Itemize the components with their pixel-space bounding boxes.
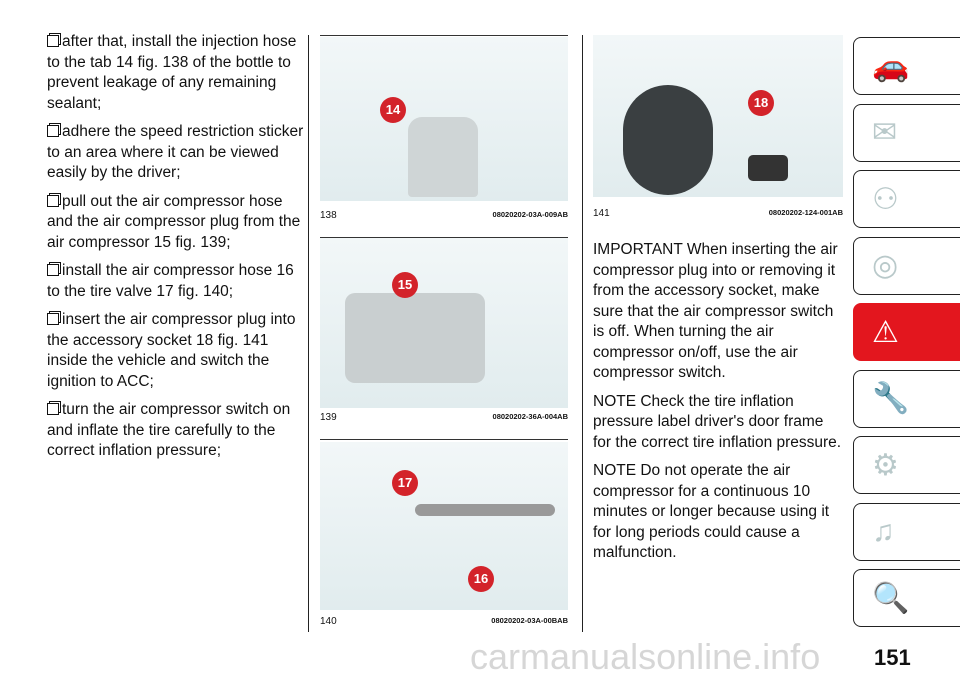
column-divider (308, 35, 309, 632)
bullet-item: pull out the air compressor hose and the… (47, 192, 307, 254)
bullet-text: adhere the speed restriction sticker to … (47, 123, 304, 181)
driving-icon: ◎ (872, 249, 899, 282)
chapter-tab-3[interactable]: ⚇ (853, 170, 960, 228)
chapter-tab-8[interactable]: ♫ (853, 502, 960, 561)
index-icon: 🔍 (872, 581, 910, 615)
chapter-tab-6[interactable]: 🔧 (853, 369, 960, 428)
figure-140-caption: 140 08020202-03A-00BAB (320, 616, 568, 627)
chapter-tab-9[interactable]: 🔍 (853, 569, 960, 627)
figure-number: 139 (320, 412, 337, 423)
callout-17: 17 (392, 470, 418, 496)
watermark: carmanualsonline.info (470, 636, 821, 677)
left-column: after that, install the injection hose t… (47, 32, 307, 470)
right-column: IMPORTANT When inserting the air compres… (593, 240, 843, 572)
bullet-item: insert the air compressor plug into the … (47, 310, 307, 392)
callout-15: 15 (392, 272, 418, 298)
bullet-text: turn the air compressor switch on and in… (47, 401, 291, 459)
chapter-tab-7[interactable]: ⚙ (853, 436, 960, 494)
figure-141-caption: 141 08020202-124-001AB (593, 208, 843, 219)
figure-number: 140 (320, 616, 337, 627)
car-info-icon: 🚗 (872, 49, 910, 83)
bullet-text: after that, install the injection hose t… (47, 33, 297, 112)
figure-138-top-rule (320, 35, 568, 36)
checkbox-bullet-icon (47, 35, 59, 47)
chapter-tab-4[interactable]: ◎ (853, 236, 960, 295)
chapter-tab-1[interactable]: 🚗 (853, 37, 960, 95)
note-continuous-operation: NOTE Do not operate the air compressor f… (593, 462, 830, 561)
figure-code: 08020202-03A-00BAB (491, 616, 568, 625)
figure-139-compressor-image: 15 (320, 238, 568, 408)
chapter-tab-5[interactable]: ⚠ (853, 303, 960, 361)
safety-icon: ⚇ (872, 182, 899, 216)
checkbox-bullet-icon (47, 194, 59, 207)
figure-code: 08020202-124-001AB (768, 208, 843, 217)
important-note: IMPORTANT When inserting the air compres… (593, 241, 838, 381)
callout-16: 16 (468, 566, 494, 592)
bullet-item: after that, install the injection hose t… (47, 32, 307, 114)
bullet-item: turn the air compressor switch on and in… (47, 400, 307, 462)
checkbox-bullet-icon (47, 313, 59, 325)
chapter-tab-2[interactable]: ✉ (853, 103, 960, 162)
technical-data-icon: ⚙ (872, 448, 899, 482)
checkbox-bullet-icon (47, 403, 59, 415)
multimedia-icon: ♫ (872, 514, 895, 548)
figure-138-bottle-image: 14 (320, 37, 568, 201)
figure-141-accessory-socket-image: 18 (593, 35, 843, 197)
bullet-text: install the air compressor hose 16 to th… (47, 262, 294, 300)
callout-18: 18 (748, 90, 774, 116)
emergency-icon: ⚠ (872, 315, 899, 349)
checkbox-bullet-icon (47, 125, 59, 137)
bullet-text: insert the air compressor plug into the … (47, 311, 296, 390)
figure-number: 138 (320, 210, 337, 221)
note-inflation-label: NOTE Check the tire inflation pressure l… (593, 392, 842, 451)
callout-14: 14 (380, 97, 406, 123)
bullet-item: install the air compressor hose 16 to th… (47, 261, 307, 302)
figure-138-caption: 138 08020202-03A-009AB (320, 210, 568, 238)
figure-code: 08020202-36A-004AB (492, 412, 568, 421)
figure-number: 141 (593, 208, 610, 219)
column-divider (582, 35, 583, 632)
figure-139-caption: 139 08020202-36A-004AB (320, 412, 568, 440)
checkbox-bullet-icon (47, 264, 59, 276)
figure-code: 08020202-03A-009AB (492, 210, 568, 219)
page-number: 151 (874, 645, 911, 670)
maintenance-icon: 🔧 (872, 382, 910, 415)
bullet-text: pull out the air compressor hose and the… (47, 192, 301, 251)
figure-140-tire-valve-image: 17 16 (320, 442, 568, 610)
warning-lights-icon: ✉ (872, 116, 898, 149)
bullet-item: adhere the speed restriction sticker to … (47, 122, 307, 184)
